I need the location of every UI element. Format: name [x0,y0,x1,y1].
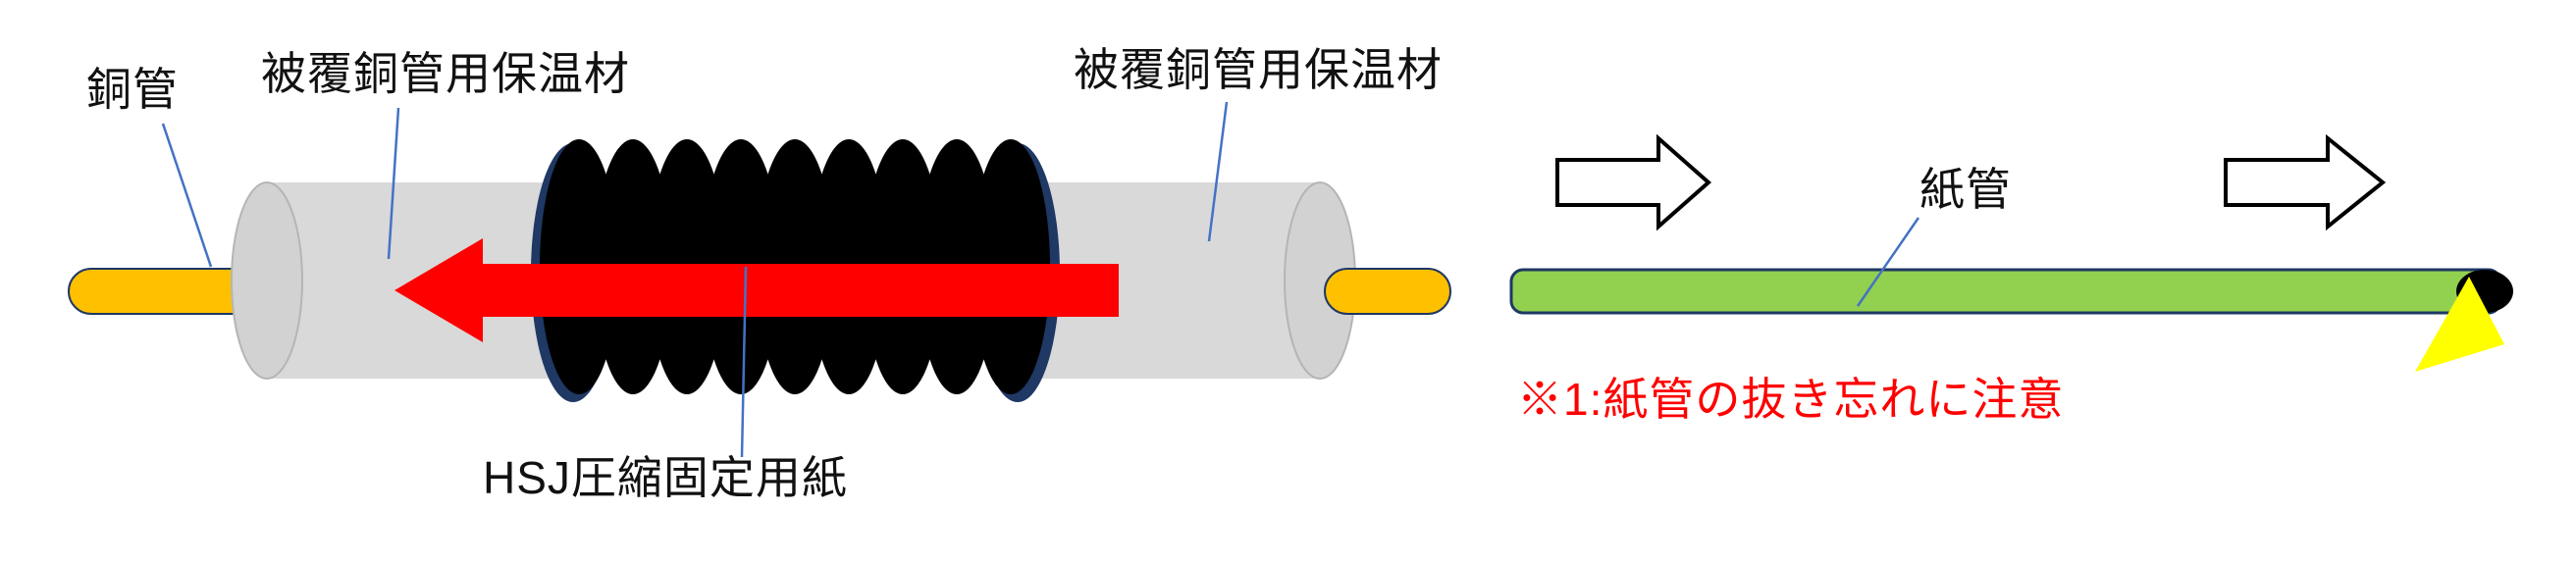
label-paper-tube: 紙管 [1919,164,2012,215]
label-insulation-right: 被覆銅管用保温材 [1074,44,1443,95]
insulation-cylinder-left-cap [231,181,303,380]
copper-pipe-right [1324,268,1451,315]
leader-line-hsj-paper [740,266,748,458]
label-hsj-paper: HSJ圧縮固定用紙 [483,452,848,503]
leader-line-insulation-right [1207,101,1229,242]
label-insulation-left: 被覆銅管用保温材 [261,48,630,99]
paper-tube [1509,268,2502,315]
flow-arrow-left [1555,133,1712,231]
label-copper-pipe: 銅管 [86,64,179,115]
leader-line-insulation-left [387,107,400,260]
flow-arrow-right [2224,133,2387,231]
leader-line-copper-pipe [161,123,213,268]
compress-direction-arrow [394,238,1119,342]
leader-line-paper-tube [1856,217,1920,307]
label-warning-note: ※1:紙管の抜き忘れに注意 [1517,374,2065,425]
yellow-marker [2415,277,2504,372]
